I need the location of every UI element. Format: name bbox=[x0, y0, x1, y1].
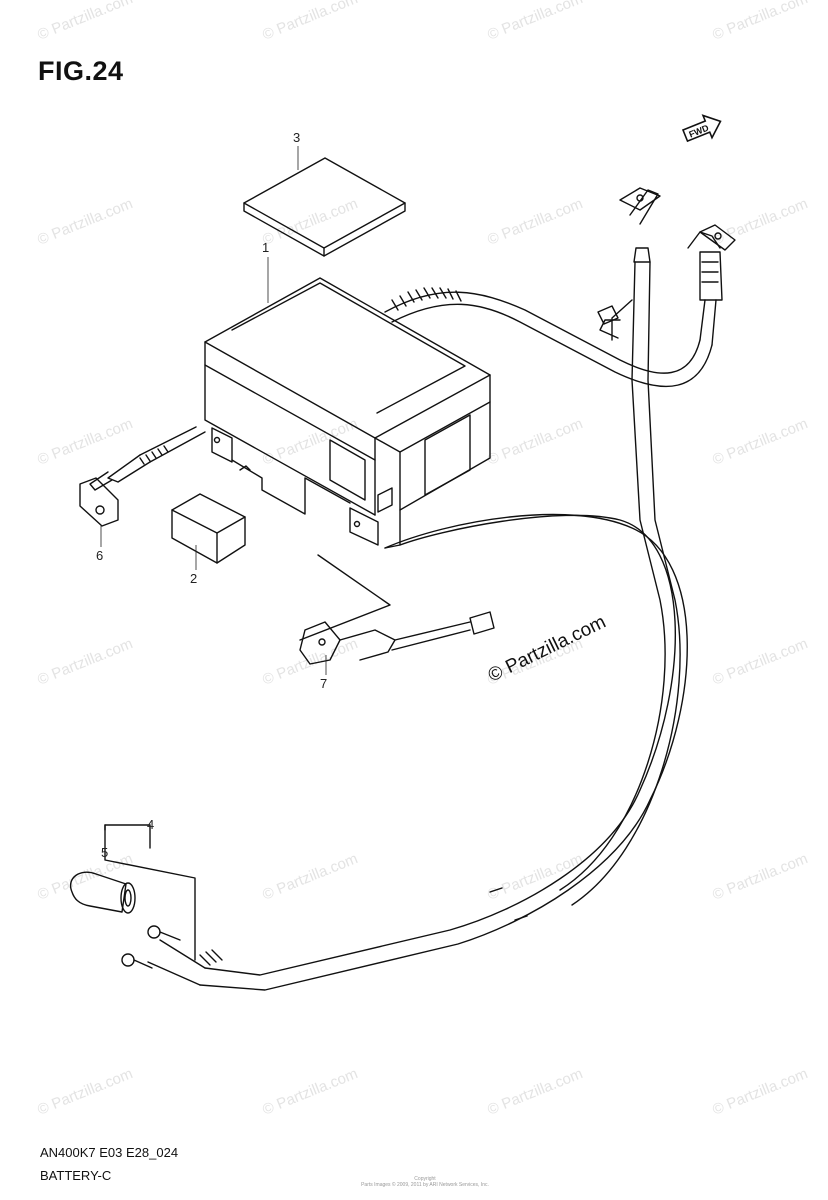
watermark-text: © Partzilla.com bbox=[35, 1065, 135, 1119]
callout-1: 1 bbox=[262, 240, 269, 255]
watermark-text: © Partzilla.com bbox=[35, 635, 135, 689]
watermark-text: © Partzilla.com bbox=[35, 0, 135, 44]
callout-2: 2 bbox=[190, 571, 197, 586]
watermark-text: © Partzilla.com bbox=[710, 195, 810, 249]
callout-labels: 1 2 3 4 5 6 7 bbox=[96, 130, 327, 860]
callout-6: 6 bbox=[96, 548, 103, 563]
watermark-text: © Partzilla.com bbox=[485, 415, 585, 469]
callout-7: 7 bbox=[320, 676, 327, 691]
callout-4: 4 bbox=[147, 817, 154, 832]
watermark-text: © Partzilla.com bbox=[260, 850, 360, 904]
watermark-text: © Partzilla.com bbox=[485, 0, 585, 44]
forward-arrow-icon: FWD bbox=[681, 114, 722, 143]
watermark-text: © Partzilla.com bbox=[260, 1065, 360, 1119]
block-part-2 bbox=[171, 493, 246, 564]
watermark-text: © Partzilla.com bbox=[710, 0, 810, 44]
watermark-text: © Partzilla.com bbox=[35, 850, 135, 904]
callout-5: 5 bbox=[101, 845, 108, 860]
watermark-text: © Partzilla.com bbox=[260, 0, 360, 44]
terminal-cable-part-6 bbox=[79, 426, 206, 527]
watermark-text: © Partzilla.com bbox=[260, 635, 360, 689]
battery-part-1 bbox=[204, 277, 491, 549]
watermark-text: © Partzilla.com bbox=[710, 1065, 810, 1119]
cap-part-5 bbox=[69, 824, 196, 961]
watermark-text: © Partzilla.com bbox=[710, 415, 810, 469]
battery-pad-part-3 bbox=[243, 157, 406, 257]
diagram-name: BATTERY-C bbox=[40, 1168, 112, 1183]
callout-3: 3 bbox=[293, 130, 300, 145]
watermark-layer: © Partzilla.com © Partzilla.com © Partzill… bbox=[35, 0, 810, 1119]
copyright-line-1: Copyright bbox=[414, 1176, 436, 1182]
watermark-text: © Partzilla.com bbox=[485, 1065, 585, 1119]
watermark-text: © Partzilla.com bbox=[710, 850, 810, 904]
watermark-text: © Partzilla.com bbox=[485, 195, 585, 249]
figure-title: FIG.24 bbox=[38, 56, 124, 86]
diagram-code: AN400K7 E03 E28_024 bbox=[40, 1145, 179, 1160]
negative-lead-part-7 bbox=[299, 554, 495, 665]
watermark-text: © Partzilla.com bbox=[35, 195, 135, 249]
watermark-text: © Partzilla.com bbox=[710, 635, 810, 689]
copyright-watermark: © Partzilla.com bbox=[485, 611, 609, 686]
watermark-text: © Partzilla.com bbox=[35, 415, 135, 469]
copyright-line-2: Parts Images © 2009, 2011 by ARI Network… bbox=[361, 1182, 489, 1188]
copyright-footer: Copyright Parts Images © 2009, 2011 by A… bbox=[360, 1176, 490, 1188]
watermark-text: © Partzilla.com bbox=[485, 850, 585, 904]
main-harness bbox=[121, 187, 736, 991]
